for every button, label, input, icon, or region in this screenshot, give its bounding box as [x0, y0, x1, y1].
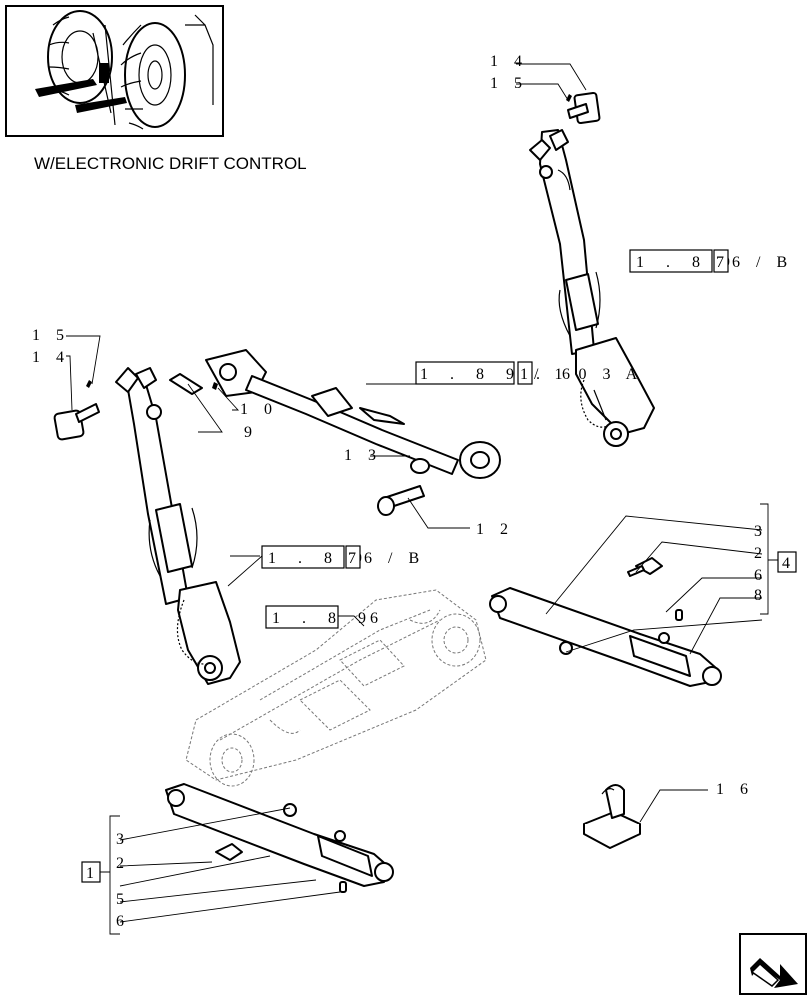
- svg-text:2: 2: [116, 855, 130, 872]
- svg-text:6 / B: 6 / B: [364, 550, 425, 567]
- svg-text:6: 6: [754, 567, 768, 584]
- ref-housing: 1 . 8 9 6: [265, 605, 384, 629]
- ref-top-right: 1 . 8 9 7 6 / B: [629, 249, 793, 273]
- svg-text:3: 3: [116, 831, 130, 848]
- svg-text:4: 4: [782, 555, 796, 572]
- svg-text:1 . 8 9: 1 . 8 9: [272, 610, 375, 627]
- leader-lines: [66, 63, 778, 935]
- svg-text:8: 8: [754, 587, 768, 604]
- svg-text:3: 3: [754, 523, 768, 540]
- top-link: [169, 349, 501, 516]
- svg-text:7: 7: [716, 254, 730, 271]
- right-lift-rod: [529, 91, 655, 447]
- svg-text:1 4: 1 4: [32, 349, 70, 366]
- svg-text:1 2: 1 2: [476, 521, 514, 538]
- svg-text:6: 6: [116, 913, 130, 930]
- svg-text:1 . 8 9: 1 . 8 9: [636, 254, 739, 271]
- ref-left-lift: 1 . 8 9 7 6 / B: [261, 545, 425, 569]
- svg-text:1: 1: [86, 865, 100, 882]
- svg-text:1 6: 1 6: [716, 781, 754, 798]
- left-lower-link: [165, 783, 394, 893]
- callout-labels: 1 4 1 5 1 5 1 4 1 0 9 1 3 1 2 3 2 6 8 4 …: [32, 53, 797, 930]
- svg-text:/ 1 0 3 A: / 1 0 3 A: [534, 366, 643, 383]
- left-lift-rod: [53, 367, 241, 685]
- svg-text:1 4: 1 4: [490, 53, 528, 70]
- right-lower-link: [489, 557, 722, 687]
- svg-text:1 3: 1 3: [344, 447, 382, 464]
- svg-text:1 5: 1 5: [490, 75, 528, 92]
- page-title: W/ELECTRONIC DRIFT CONTROL: [34, 154, 307, 173]
- rear-housing-ghost: [185, 589, 487, 787]
- next-page-arrow-icon[interactable]: [739, 933, 807, 995]
- svg-text:6 / B: 6 / B: [732, 254, 793, 271]
- tractor-thumbnail: [5, 5, 224, 137]
- svg-text:9: 9: [244, 424, 258, 441]
- svg-text:6: 6: [370, 610, 384, 627]
- svg-text:1 . 8 9: 1 . 8 9: [268, 550, 371, 567]
- ref-middle-link: 1 . 8 9 . 6 1 / 1 0 3 A: [415, 361, 643, 385]
- svg-text:1: 1: [520, 366, 534, 383]
- svg-text:5: 5: [116, 891, 130, 908]
- svg-text:7: 7: [348, 550, 362, 567]
- part-16-latch: [583, 784, 641, 849]
- svg-text:1 0: 1 0: [240, 401, 278, 418]
- svg-text:2: 2: [754, 545, 768, 562]
- svg-text:1 5: 1 5: [32, 327, 70, 344]
